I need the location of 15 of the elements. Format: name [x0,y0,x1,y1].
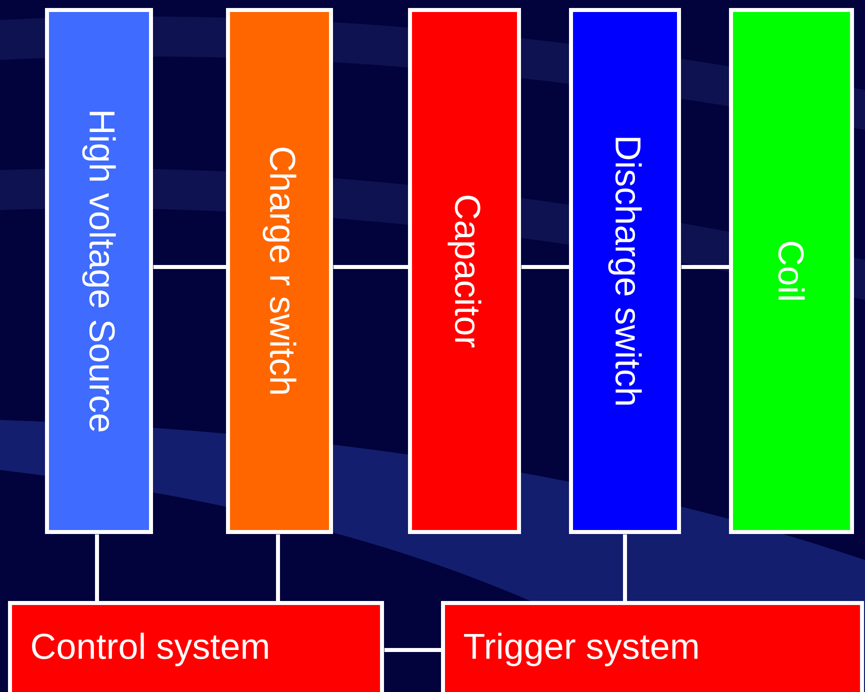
system-box: Trigger system [441,601,864,692]
connector-line [521,265,569,269]
connector-line [276,534,280,601]
component-box: Discharge switch [569,8,681,534]
connector-line [623,534,627,601]
connector-line [681,265,729,269]
connector-line [153,265,226,269]
component-box: High voltage Source [45,8,153,534]
component-box: Coil [729,8,854,534]
connector-line [95,534,99,601]
component-box: Charge r switch [226,8,333,534]
connector-line [384,648,441,652]
system-box: Control system [8,601,384,692]
connector-line [333,265,408,269]
component-box: Capacitor [408,8,521,534]
